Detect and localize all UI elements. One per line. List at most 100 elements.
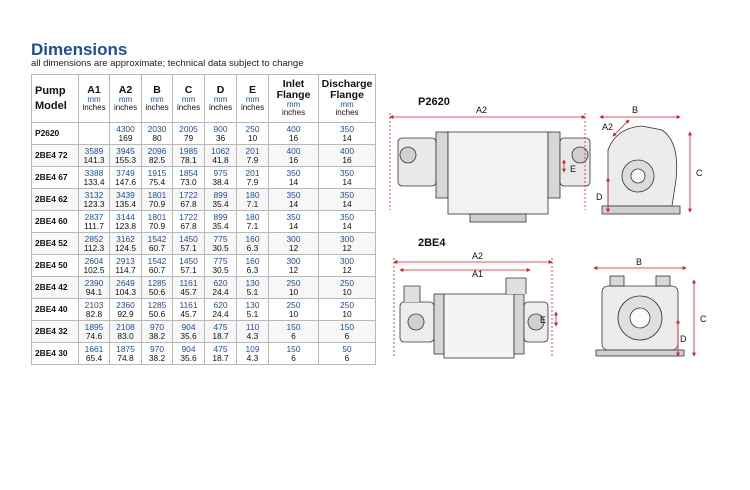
be4-dim-c: C <box>700 314 707 324</box>
p2620-dim-a2-small: A2 <box>602 122 613 132</box>
header-unit-in: inches <box>281 108 306 118</box>
be4-side-view <box>399 277 549 359</box>
cell-in: 102.5 <box>83 264 105 275</box>
cell-in: 38.2 <box>148 330 166 341</box>
cell-in: 16 <box>288 132 299 143</box>
cell-in: 30.5 <box>212 242 229 253</box>
row-model: 2BE4 32 <box>31 320 79 343</box>
cell-in: 10 <box>247 132 258 143</box>
cell-mm: 899 <box>213 212 228 223</box>
cell-in: 5.1 <box>246 286 259 297</box>
cell-in: 12 <box>342 242 352 253</box>
cell-mm: 620 <box>213 278 228 289</box>
cell-mm: 899 <box>213 190 228 201</box>
cell-in: 4.3 <box>246 330 259 341</box>
cell-in: 111.7 <box>84 220 104 231</box>
cell-in: 92.9 <box>117 308 134 319</box>
cell-in: 80 <box>152 132 162 143</box>
p2620-end-view <box>601 125 681 215</box>
cell-mm: 160 <box>245 256 260 267</box>
cell-in: 73.0 <box>180 176 197 187</box>
row-model: 2BE4 50 <box>31 254 79 277</box>
cell-mm: 350 <box>340 124 354 135</box>
cell-mm: 975 <box>213 168 228 179</box>
cell-mm: 1801 <box>147 212 167 223</box>
row-model: 2BE4 72 <box>31 144 79 167</box>
cell-mm: 970 <box>150 344 164 355</box>
cell-in: 36 <box>215 132 226 143</box>
cell-in: 10 <box>288 286 299 297</box>
be4-dim-a2: A2 <box>472 251 483 261</box>
cell-mm: 150 <box>286 344 301 355</box>
p2620-dim-a2: A2 <box>476 105 487 115</box>
header-unit-in: inches <box>335 108 359 118</box>
be4-label: 2BE4 <box>418 237 446 249</box>
cell-mm: 350 <box>286 212 301 223</box>
cell-mm: 109 <box>245 344 260 355</box>
cell-mm: 300 <box>340 256 354 267</box>
cell-in: 14 <box>288 220 299 231</box>
row-model: 2BE4 67 <box>31 166 79 189</box>
cell-mm: 300 <box>340 234 354 245</box>
cell-mm: 775 <box>213 256 228 267</box>
cell-mm: 3388 <box>84 168 104 179</box>
cell-in: 60.7 <box>148 242 166 253</box>
cell-in: 5.1 <box>246 308 259 319</box>
cell-mm: 130 <box>245 278 260 289</box>
cell-mm: 1285 <box>147 278 167 289</box>
cell-mm: 400 <box>340 146 354 157</box>
cell-in: 57.1 <box>180 242 197 253</box>
header-unit-mm: mm <box>118 94 133 104</box>
cell-mm: 904 <box>181 344 196 355</box>
cell-mm: 1450 <box>179 256 198 267</box>
cell-in: 7.9 <box>246 176 259 187</box>
be4-dim-b: B <box>636 257 642 267</box>
header-unit-mm: mm <box>245 94 260 104</box>
p2620-dim-lines <box>389 113 586 210</box>
cell-mm: 3132 <box>84 190 104 201</box>
cell-mm: 350 <box>340 212 354 223</box>
cell-in: 18.7 <box>212 352 229 363</box>
header-col-name: D <box>216 83 225 96</box>
cell-mm: 350 <box>286 168 301 179</box>
cell-in: 16 <box>288 154 299 165</box>
cell-mm: 3945 <box>116 146 135 157</box>
cell-in: 155.3 <box>115 154 136 165</box>
header-unit-in: inches <box>113 102 138 112</box>
